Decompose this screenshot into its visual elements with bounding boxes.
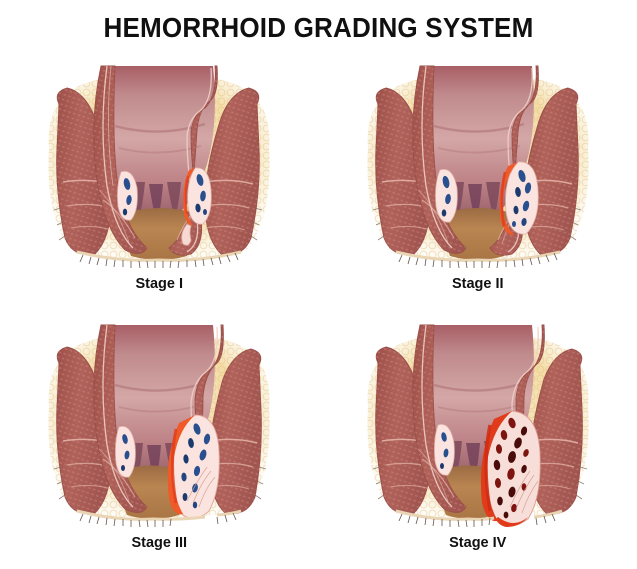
panel-stage-3: Stage III — [0, 311, 319, 569]
stage-label-3: Stage III — [131, 534, 188, 551]
left-sphincter-muscle — [374, 65, 467, 256]
anatomy-illustration-stage-1 — [48, 65, 270, 269]
thrombosed-vein-lobes — [493, 417, 529, 518]
anatomy-illustration-stage-2 — [367, 65, 589, 269]
stage-label-4: Stage IV — [449, 534, 507, 551]
left-vascular-cushion — [117, 170, 139, 221]
left-sphincter-muscle — [56, 65, 148, 256]
left-sphincter-muscle — [56, 324, 148, 514]
anatomy-illustration-stage-4 — [367, 324, 589, 527]
perianal-skin-edge — [54, 207, 263, 269]
panel-stage-2: Stage II — [319, 52, 637, 311]
perianal-skin-edge — [372, 207, 581, 269]
stage-panel-grid: Stage I — [0, 52, 637, 569]
left-vascular-cushion — [434, 169, 458, 223]
left-sphincter-muscle — [374, 324, 467, 514]
anatomy-illustration-stage-3 — [48, 324, 270, 527]
hemorrhoid-lesion-stage-3 — [168, 414, 220, 519]
hemorrhoid-lesion-stage-2 — [499, 161, 539, 236]
hemorrhoid-lesion-stage-4 — [480, 410, 541, 527]
right-sphincter-muscle — [168, 65, 261, 256]
panel-stage-1: Stage I — [0, 52, 319, 311]
perianal-skin-edge — [372, 466, 587, 527]
page-title: HEMORRHOID GRADING SYSTEM — [103, 12, 534, 43]
panel-stage-4: Stage IV — [319, 311, 637, 569]
stage-label-1: Stage I — [135, 276, 184, 292]
left-vascular-cushion — [433, 423, 455, 476]
hemorrhoid-lesion-stage-1 — [181, 167, 212, 246]
left-vascular-cushion — [115, 425, 137, 478]
perianal-skin-edge — [54, 466, 267, 527]
stage-label-2: Stage II — [451, 276, 504, 292]
